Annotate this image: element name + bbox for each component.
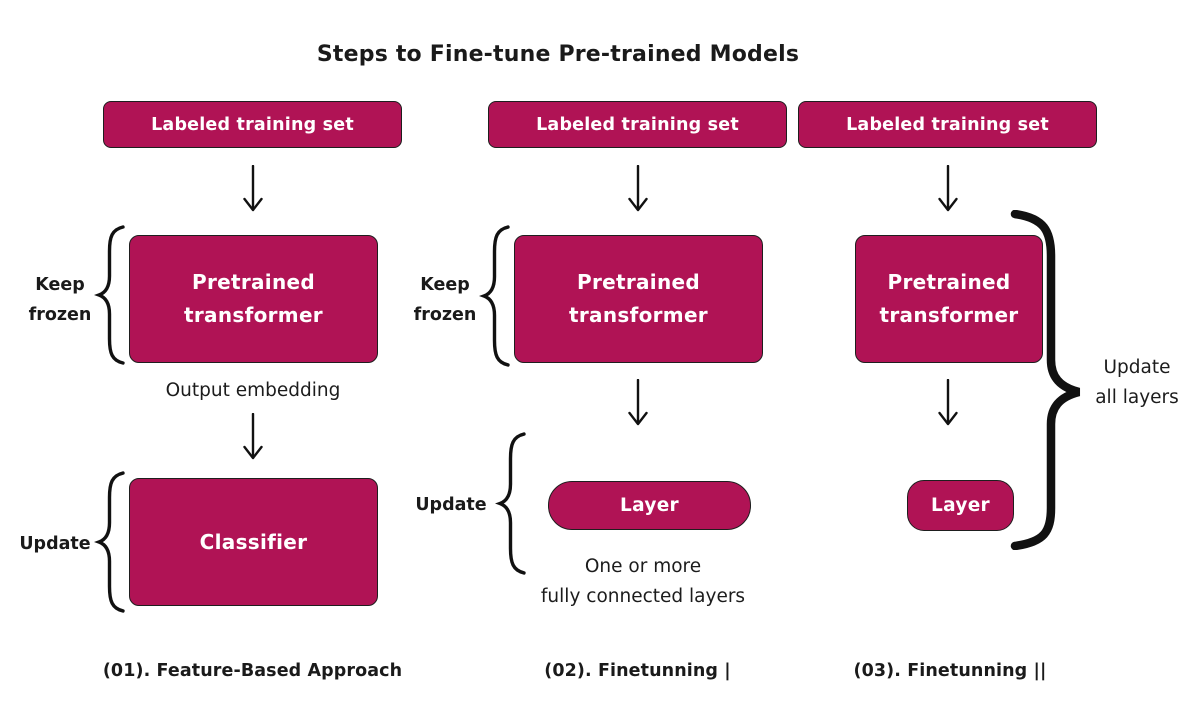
caption-feature-based: (01). Feature-Based Approach xyxy=(102,661,403,681)
arrow-down-icon xyxy=(243,165,263,212)
arrow-down-icon xyxy=(628,165,648,212)
arrow-down-icon xyxy=(938,165,958,212)
update-all-layers-label: Update all layers xyxy=(1095,357,1179,408)
brace-left-icon xyxy=(479,225,510,367)
layer-box: Layer xyxy=(548,481,751,530)
pretrained-transformer-box: Pretrained transformer xyxy=(855,235,1043,363)
brace-left-icon xyxy=(495,432,526,575)
brace-right-icon xyxy=(1010,210,1081,550)
labeled-training-set-box: Labeled training set xyxy=(103,101,402,148)
caption-finetunning-2: (03). Finetunning || xyxy=(853,661,1047,681)
arrow-down-icon xyxy=(938,379,958,426)
pretrained-transformer-box: Pretrained transformer xyxy=(514,235,763,363)
labeled-training-set-box: Labeled training set xyxy=(798,101,1097,148)
brace-left-icon xyxy=(94,471,125,613)
labeled-training-set-box: Labeled training set xyxy=(488,101,787,148)
pretrained-transformer-box: Pretrained transformer xyxy=(129,235,378,363)
arrow-down-icon xyxy=(628,379,648,426)
arrow-down-icon xyxy=(243,413,263,460)
layer-box: Layer xyxy=(907,480,1014,531)
update-label: Update xyxy=(19,534,91,554)
page-title: Steps to Fine-tune Pre-trained Models xyxy=(316,42,800,67)
fully-connected-note: One or more fully connected layers xyxy=(540,556,746,607)
classifier-box: Classifier xyxy=(129,478,378,606)
keep-frozen-label: Keep frozen xyxy=(413,275,477,325)
output-embedding-label: Output embedding xyxy=(165,380,341,401)
caption-finetunning-1: (02). Finetunning | xyxy=(544,661,731,681)
update-label: Update xyxy=(415,495,487,515)
brace-left-icon xyxy=(94,225,125,365)
keep-frozen-label: Keep frozen xyxy=(28,275,92,325)
